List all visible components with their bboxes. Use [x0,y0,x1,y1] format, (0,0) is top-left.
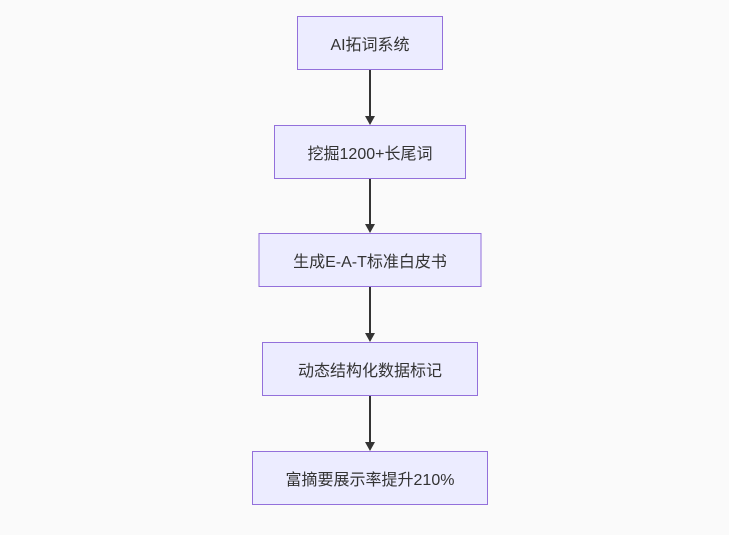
arrowhead-icon [365,442,375,451]
node-label: 生成E-A-T标准白皮书 [293,254,447,271]
node-label: 富摘要展示率提升210% [285,472,455,489]
node-label: AI拓词系统 [330,37,410,54]
flowchart-node: 富摘要展示率提升210% [252,451,488,505]
arrow-line [369,70,371,118]
flowchart-node: 挖掘1200+长尾词 [274,125,466,179]
arrowhead-icon [365,333,375,342]
arrowhead-icon [365,224,375,233]
node-label: 动态结构化数据标记 [297,363,442,380]
arrow-line [369,287,371,335]
flow-arrow [364,287,376,342]
arrow-line [369,396,371,444]
arrow-line [369,179,371,226]
flowchart-node: 动态结构化数据标记 [262,342,478,396]
arrowhead-icon [365,116,375,125]
flow-arrow [364,70,376,125]
flow-arrow [364,179,376,233]
flowchart-node: 生成E-A-T标准白皮书 [258,233,482,287]
flow-arrow [364,396,376,451]
flowchart-node: AI拓词系统 [297,16,443,70]
node-label: 挖掘1200+长尾词 [307,146,433,163]
